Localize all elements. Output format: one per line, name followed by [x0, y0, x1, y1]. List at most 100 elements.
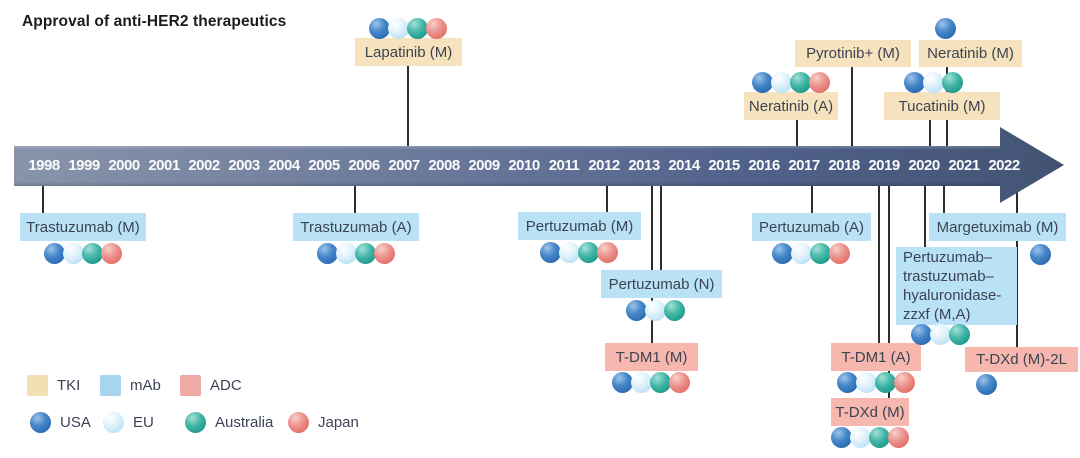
- region-dots-t-dxd-m-2l: [975, 373, 997, 395]
- region-dot-usa: [625, 299, 647, 321]
- region-dot-australia: [578, 241, 599, 263]
- region-dot-eu: [771, 71, 792, 93]
- region-dot-eu: [63, 242, 84, 264]
- region-dot-usa: [612, 371, 633, 393]
- event-label-neratinib-m: Neratinib (M): [919, 40, 1022, 67]
- region-dot-eu: [791, 242, 812, 264]
- event-label-t-dm1-m: T-DM1 (M): [605, 343, 698, 371]
- region-dot-usa: [910, 323, 932, 345]
- region-dot-usa: [1029, 243, 1051, 265]
- legend-item-japan: Japan: [288, 412, 359, 433]
- region-dot-australia: [185, 412, 206, 433]
- region-dot-japan: [426, 17, 447, 39]
- year-label-2019: 2019: [868, 157, 900, 174]
- connector-line-pertuzumab-m: [606, 175, 608, 213]
- connector-line-lapatinib-m: [407, 66, 409, 160]
- region-dots-margetuximab-m: [1029, 243, 1051, 265]
- region-dot-japan: [888, 426, 909, 448]
- adc-swatch: [180, 375, 201, 396]
- connector-line-t-dxd-m-2l: [1016, 175, 1018, 348]
- event-label-lapatinib-m: Lapatinib (M): [355, 38, 462, 66]
- region-dot-usa: [837, 371, 858, 393]
- region-dot-eu: [631, 371, 652, 393]
- year-label-2014: 2014: [668, 157, 700, 174]
- region-dot-usa: [831, 426, 852, 448]
- year-label-2018: 2018: [828, 157, 860, 174]
- connector-line-t-dxd-m: [888, 175, 890, 399]
- connector-line-tucatinib-m: [929, 119, 931, 160]
- year-label-1998: 1998: [28, 157, 60, 174]
- region-dots-neratinib-m: [934, 17, 956, 39]
- region-dot-japan: [669, 371, 690, 393]
- year-label-2012: 2012: [588, 157, 620, 174]
- event-label-trastuzumab-m: Trastuzumab (M): [20, 213, 146, 241]
- region-dot-eu: [644, 299, 666, 321]
- legend-item-usa: USA: [30, 412, 91, 433]
- connector-line-t-dm1-m: [651, 175, 653, 344]
- mab-swatch: [100, 375, 121, 396]
- region-dots-t-dm1-a: [837, 371, 915, 393]
- connector-line-margetuximab-m: [943, 175, 945, 214]
- region-dot-usa: [975, 373, 997, 395]
- legend-item-australia: Australia: [185, 412, 273, 433]
- connector-line-pyrotinib-m: [851, 66, 853, 160]
- legend-item-tki: TKI: [27, 375, 80, 396]
- region-dot-eu: [388, 17, 409, 39]
- event-label-pyrotinib-m: Pyrotinib+ (M): [795, 40, 911, 67]
- region-dots-trastuzumab-a: [317, 242, 395, 264]
- region-dot-japan: [894, 371, 915, 393]
- event-label-line: hyaluronidase-: [903, 287, 1002, 304]
- region-dot-australia: [790, 71, 811, 93]
- region-dots-pertuzumab-trastuzumab-hyaluronidase-zzxf-m-a: [910, 323, 970, 345]
- event-label-trastuzumab-a: Trastuzumab (A): [293, 213, 419, 241]
- region-dot-australia: [948, 323, 970, 345]
- region-dot-japan: [288, 412, 309, 433]
- year-label-2005: 2005: [308, 157, 340, 174]
- event-label-pertuzumab-a: Pertuzumab (A): [752, 213, 871, 241]
- region-dot-australia: [663, 299, 685, 321]
- region-dot-usa: [369, 17, 390, 39]
- year-label-2004: 2004: [268, 157, 300, 174]
- region-dot-usa: [44, 242, 65, 264]
- year-label-2011: 2011: [548, 157, 580, 174]
- connector-line-trastuzumab-m: [42, 175, 44, 214]
- region-dot-usa: [30, 412, 51, 433]
- year-label-2007: 2007: [388, 157, 420, 174]
- event-label-neratinib-a: Neratinib (A): [744, 92, 838, 120]
- event-label-t-dxd-m-2l: T-DXd (M)-2L: [965, 347, 1078, 372]
- year-label-2017: 2017: [788, 157, 820, 174]
- tki-swatch: [27, 375, 48, 396]
- legend-item-eu: EU: [103, 412, 154, 433]
- legend-label-australia: Australia: [215, 414, 274, 431]
- region-dot-japan: [374, 242, 395, 264]
- region-dots-pertuzumab-n: [625, 299, 685, 321]
- region-dot-japan: [597, 241, 618, 263]
- region-dot-eu: [929, 323, 951, 345]
- year-label-2006: 2006: [348, 157, 380, 174]
- event-label-t-dxd-m: T-DXd (M): [831, 398, 909, 426]
- event-label-line: trastuzumab–: [903, 268, 994, 285]
- region-dots-neratinib-a: [752, 71, 830, 93]
- legend-item-mab: mAb: [100, 375, 161, 396]
- region-dot-japan: [809, 71, 830, 93]
- connector-line-t-dm1-a: [878, 175, 880, 344]
- legend-label-adc: ADC: [210, 377, 242, 394]
- region-dot-australia: [869, 426, 890, 448]
- year-label-2002: 2002: [188, 157, 220, 174]
- legend-label-japan: Japan: [318, 414, 359, 431]
- region-dot-usa: [540, 241, 561, 263]
- legend-label-eu: EU: [133, 414, 154, 431]
- connector-line-trastuzumab-a: [354, 175, 356, 214]
- region-dot-australia: [407, 17, 428, 39]
- region-dots-lapatinib-m: [369, 17, 447, 39]
- timeline-bar: [14, 146, 1002, 186]
- figure-title: Approval of anti-HER2 therapeutics: [22, 13, 287, 30]
- year-label-2015: 2015: [708, 157, 740, 174]
- year-label-2008: 2008: [428, 157, 460, 174]
- year-label-2016: 2016: [748, 157, 780, 174]
- event-label-line: zzxf (M,A): [903, 306, 971, 323]
- region-dots-t-dxd-m: [831, 426, 909, 448]
- connector-line-pertuzumab-n: [660, 175, 662, 271]
- region-dots-t-dm1-m: [612, 371, 690, 393]
